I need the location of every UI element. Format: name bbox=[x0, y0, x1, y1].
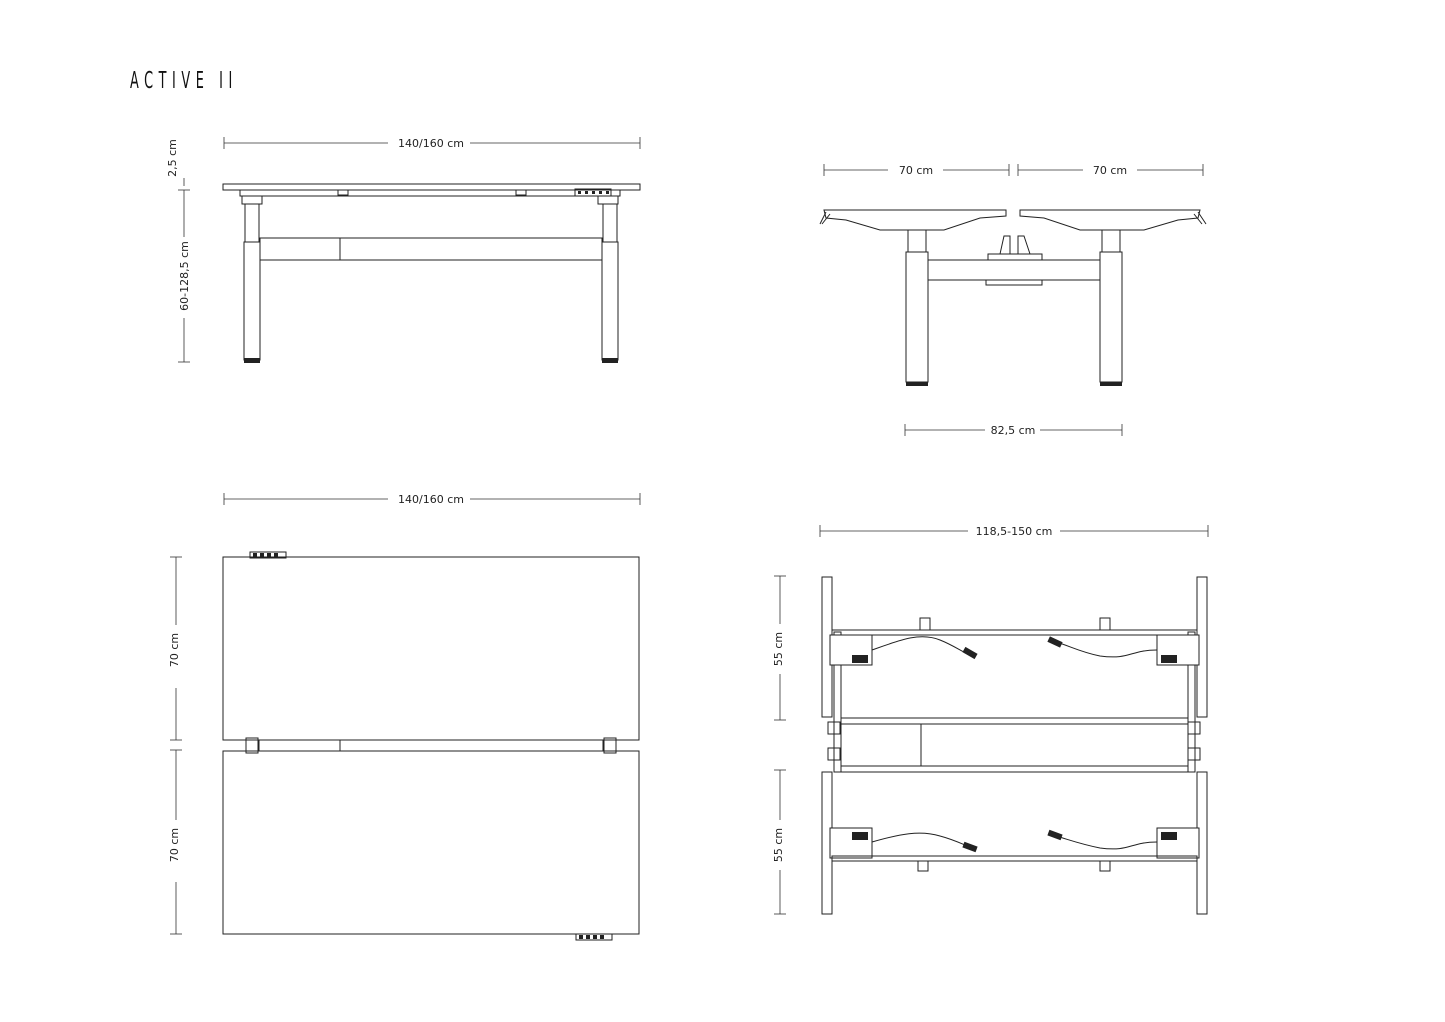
top-upper-depth-label: 70 cm bbox=[168, 633, 181, 667]
side-foot-label: 82,5 cm bbox=[991, 424, 1036, 437]
front-height-label: 60-128,5 cm bbox=[178, 241, 191, 311]
frame-view: 118,5-150 cm 55 cm 55 cm bbox=[772, 525, 1209, 915]
front-width-label: 140/160 cm bbox=[398, 137, 464, 150]
frame-width-label: 118,5-150 cm bbox=[976, 525, 1053, 538]
front-view: 140/160 cm 2,5 cm 60-128,5 cm bbox=[166, 137, 641, 363]
top-thickness-label: 2,5 cm bbox=[166, 139, 179, 177]
top-width-label: 140/160 cm bbox=[398, 493, 464, 506]
side-right-depth-label: 70 cm bbox=[1093, 164, 1127, 177]
side-left-depth-label: 70 cm bbox=[899, 164, 933, 177]
top-lower-depth-label: 70 cm bbox=[168, 828, 181, 862]
page-title: ACTIVE II bbox=[130, 68, 238, 94]
side-view: 70 cm 70 cm 82,5 cm bbox=[819, 164, 1207, 437]
top-view: 140/160 cm 70 cm 70 cm bbox=[168, 493, 641, 941]
frame-upper-depth-label: 55 cm bbox=[772, 632, 785, 666]
frame-lower-depth-label: 55 cm bbox=[772, 828, 785, 862]
